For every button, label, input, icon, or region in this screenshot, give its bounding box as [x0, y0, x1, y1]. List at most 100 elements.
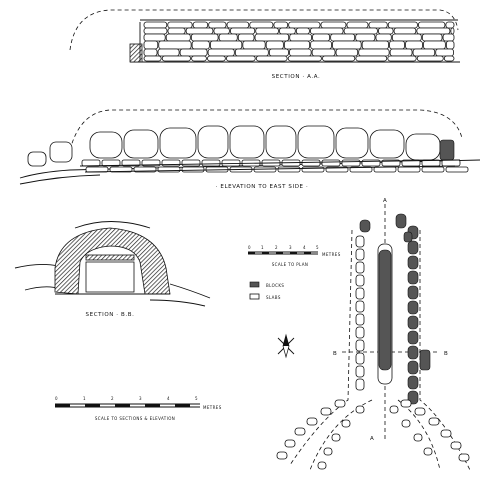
section-bb-drawing	[14, 221, 211, 307]
slab-stone	[265, 125, 297, 159]
slab-stone	[442, 33, 455, 42]
slab-stone	[265, 40, 284, 50]
plan-b-right-marker: B	[444, 351, 448, 357]
slab-stone	[389, 40, 405, 50]
slab-stone	[311, 48, 336, 57]
slab-stone	[255, 55, 288, 62]
slab-stone	[378, 27, 394, 35]
slab-stone	[277, 166, 301, 173]
block-stone	[407, 360, 419, 375]
block-stone	[359, 219, 371, 233]
scale-plan-tick: 3	[289, 245, 292, 250]
slab-stone	[249, 21, 274, 29]
slab-stone	[445, 166, 469, 173]
slab-stone	[167, 21, 193, 29]
legend-slab-swatch	[249, 293, 260, 300]
slab-stone	[191, 55, 207, 62]
section-aa-stones	[143, 21, 455, 62]
slab-stone	[218, 33, 238, 42]
slab-stone	[355, 55, 388, 62]
block-stone	[407, 300, 419, 315]
slab-stone	[101, 159, 121, 167]
scale-sections-unit: METRES	[203, 405, 222, 410]
slab-stone	[346, 21, 369, 29]
slab-stone	[369, 129, 405, 159]
slab-stone	[393, 27, 417, 35]
slab-stone	[143, 48, 158, 57]
scale-sections-tick: 4	[167, 396, 170, 401]
slab-stone	[423, 40, 446, 50]
slab-stone	[27, 151, 47, 167]
section-aa-label: SECTION · A.A.	[272, 74, 321, 80]
slab-stone	[157, 166, 181, 173]
scale-sections-tick: 2	[111, 396, 114, 401]
slab-stone	[355, 300, 365, 313]
legend: BLOCKS SLABS	[249, 281, 284, 300]
slab-stone	[405, 133, 441, 161]
slab-stone	[418, 21, 446, 29]
slab-stone	[413, 433, 423, 442]
legend-blocks-label: BLOCKS	[266, 283, 284, 288]
slab-stone	[355, 405, 365, 414]
slab-stone	[165, 33, 191, 42]
slab-stone	[197, 125, 229, 159]
slab-stone	[310, 27, 344, 35]
slab-stone	[234, 48, 269, 57]
slab-stone	[334, 399, 346, 408]
slab-stone	[185, 27, 214, 35]
elevation-stones	[27, 125, 469, 173]
slab-stone	[317, 461, 327, 470]
slab-stone	[412, 48, 436, 57]
slab-stone	[288, 21, 321, 29]
scale-sections-tick: 5	[195, 396, 198, 401]
slab-stone	[123, 129, 159, 159]
slab-stone	[143, 21, 168, 29]
scale-sections-label: SCALE TO SECTIONS & ELEVATION	[95, 416, 175, 421]
slab-stone	[157, 48, 180, 57]
slab-stone	[341, 419, 351, 428]
slab-stone	[355, 339, 365, 352]
block-stone	[407, 345, 419, 360]
slab-stone	[387, 21, 418, 29]
block-stone	[419, 349, 431, 371]
legend-block-swatch	[249, 281, 260, 288]
slab-stone	[440, 429, 452, 438]
slab-stone	[320, 407, 332, 416]
slab-stone	[435, 48, 454, 57]
slab-stone	[143, 55, 162, 62]
slab-stone	[361, 40, 389, 50]
slab-stone	[208, 21, 227, 29]
slab-stone	[190, 33, 219, 42]
slab-stone	[335, 127, 369, 159]
block-stone	[407, 330, 419, 345]
scale-plan-unit: METRES	[322, 252, 341, 257]
section-aa-drawing	[69, 9, 460, 63]
slab-stone	[237, 33, 255, 42]
scale-plan-label: SCALE TO PLAN	[272, 262, 309, 267]
slab-stone	[405, 40, 423, 50]
slab-stone	[159, 127, 197, 159]
slab-stone	[375, 33, 392, 42]
slab-stone	[320, 21, 347, 29]
slab-stone	[301, 159, 321, 167]
slab-stone	[181, 166, 205, 173]
scale-plan-tick: 0	[248, 245, 251, 250]
scale-bar-sections: 0 1 2 3 4 5 METRES	[55, 396, 222, 410]
block-stone	[407, 375, 419, 390]
slab-stone	[158, 40, 192, 50]
block-stone	[407, 240, 419, 255]
plan-a-top-marker: A	[383, 198, 387, 204]
slab-stone	[207, 48, 235, 57]
slab-stone	[458, 453, 470, 462]
slab-stone	[335, 48, 359, 57]
slab-stone	[283, 40, 311, 50]
block-stone	[407, 255, 419, 270]
slab-stone	[254, 33, 290, 42]
block-stone	[407, 285, 419, 300]
slab-stone	[450, 27, 455, 35]
scale-plan-tick: 1	[261, 245, 264, 250]
slab-stone	[421, 33, 443, 42]
slab-stone	[276, 451, 288, 460]
slab-stone	[279, 27, 296, 35]
slab-stone	[355, 248, 365, 261]
